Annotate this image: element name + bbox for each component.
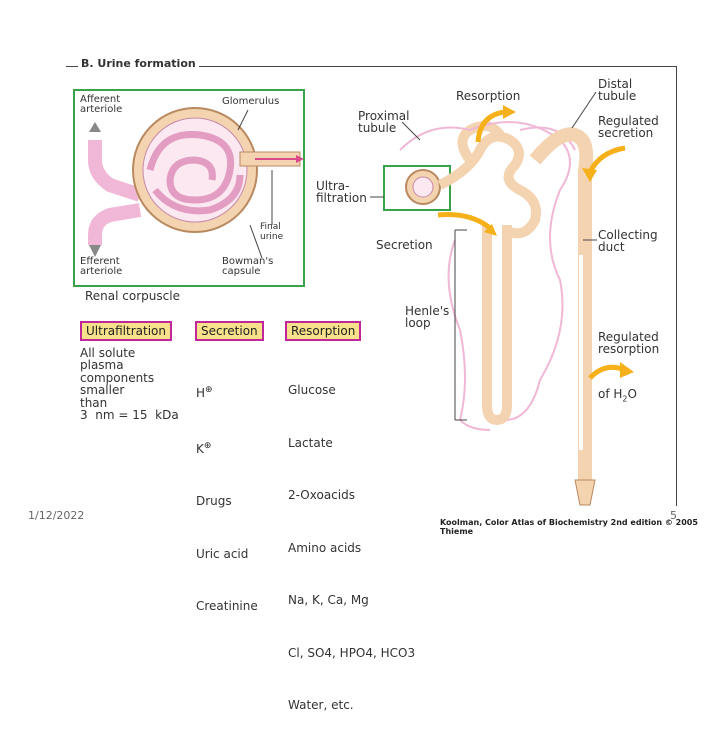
secretion-pill: Secretion xyxy=(195,321,264,341)
secretion-item-uric-acid: Uric acid xyxy=(196,546,249,561)
henle-loop-shape xyxy=(482,225,512,426)
resorption-item-lactate: Lactate xyxy=(288,435,333,450)
mini-glomerulus xyxy=(412,176,434,198)
distal-label: Distal tubule xyxy=(598,77,637,103)
secretion-item-creatinine: Creatinine xyxy=(196,599,258,613)
flow-arrow-icon xyxy=(296,155,304,163)
ultrafiltration-pill: Ultrafiltration xyxy=(80,321,172,341)
final-urine-label: Final urine xyxy=(260,222,284,242)
regulated-resorption-label: Regulated resorption xyxy=(598,330,660,356)
proximal-pointer xyxy=(401,121,421,141)
resorption-label: Resorption xyxy=(456,89,521,103)
glomerulus-capillaries xyxy=(146,130,244,215)
regulated-resorption-arrow-icon xyxy=(620,362,634,378)
bowman-pointer xyxy=(249,224,263,259)
h2o-of: of H xyxy=(598,387,623,401)
diagram-art xyxy=(88,91,634,506)
secretion-arrow-icon xyxy=(484,224,497,236)
resorption-ions-line2: Cl, SO4, HPO4, HCO3 xyxy=(288,645,416,660)
renal-corpuscle-caption: Renal corpuscle xyxy=(82,290,183,302)
h2o-sub: 2 xyxy=(622,394,628,404)
glomerulus-label: Glomerulus xyxy=(222,96,280,107)
secretion-item-k: K⊕ xyxy=(196,440,212,456)
h2o-end: O xyxy=(627,387,637,401)
afferent-label: Afferent arteriole xyxy=(80,94,123,115)
glomerulus-pointer xyxy=(237,109,249,131)
distal-pointer xyxy=(571,91,597,129)
ultrafiltration-label: Ultra-filtration xyxy=(316,179,367,205)
ultrafiltration-text: All solute plasma components smaller tha… xyxy=(80,346,179,423)
resorption-item-oxoacids: 2-Oxoacids xyxy=(288,488,355,502)
section-title: B. Urine formation xyxy=(78,57,199,70)
efferent-label: Efferent arteriole xyxy=(80,256,123,277)
peritubular-capillaries xyxy=(399,121,576,431)
efferent-arrow-icon xyxy=(89,245,101,257)
regulated-secretion-arrow-icon xyxy=(582,168,597,182)
resorption-item-amino-acids: Amino acids xyxy=(288,540,362,555)
duct-outlet xyxy=(574,479,596,506)
secretion-arrow xyxy=(437,212,492,231)
resorption-arrow xyxy=(475,109,506,143)
afferent-vessel xyxy=(88,140,143,202)
footer-credit: Koolman, Color Atlas of Biochemistry 2nd… xyxy=(440,518,698,536)
ultrafiltration-box xyxy=(383,165,451,211)
collecting-duct-shape xyxy=(529,127,594,480)
efferent-vessel xyxy=(88,203,142,245)
regulated-secretion-arrow xyxy=(587,145,626,174)
secretion-item-h: H⊕ xyxy=(196,385,213,400)
proximal-label: Proximal tubule xyxy=(358,109,410,135)
h2o-label: of H2O xyxy=(598,388,637,405)
secretion-list: H⊕ K⊕ Drugs Uric acid Creatinine xyxy=(196,347,258,633)
resorption-ions-line1: Na, K, Ca, Mg xyxy=(288,593,369,607)
figure-frame xyxy=(66,66,677,506)
afferent-arrow-icon xyxy=(89,122,101,132)
resorption-item-glucose: Glucose xyxy=(288,383,336,397)
resorption-pill: Resorption xyxy=(285,321,362,341)
bowman-label: Bowman's capsule xyxy=(222,256,274,277)
henle-label: Henle's loop xyxy=(405,304,450,330)
resorption-water: Water, etc. xyxy=(288,698,354,712)
collecting-label: Collecting duct xyxy=(598,228,658,254)
renal-corpuscle-panel xyxy=(73,89,305,287)
secretion-label: Secretion xyxy=(376,238,433,252)
regulated-secretion-label: Regulated secretion xyxy=(598,114,659,140)
resorption-arrow-icon xyxy=(503,105,516,119)
secretion-item-drugs: Drugs xyxy=(196,494,232,508)
footer-page-number: 5 xyxy=(670,509,677,522)
regulated-resorption-arrow xyxy=(588,364,626,380)
footer-date: 1/12/2022 xyxy=(28,509,85,522)
